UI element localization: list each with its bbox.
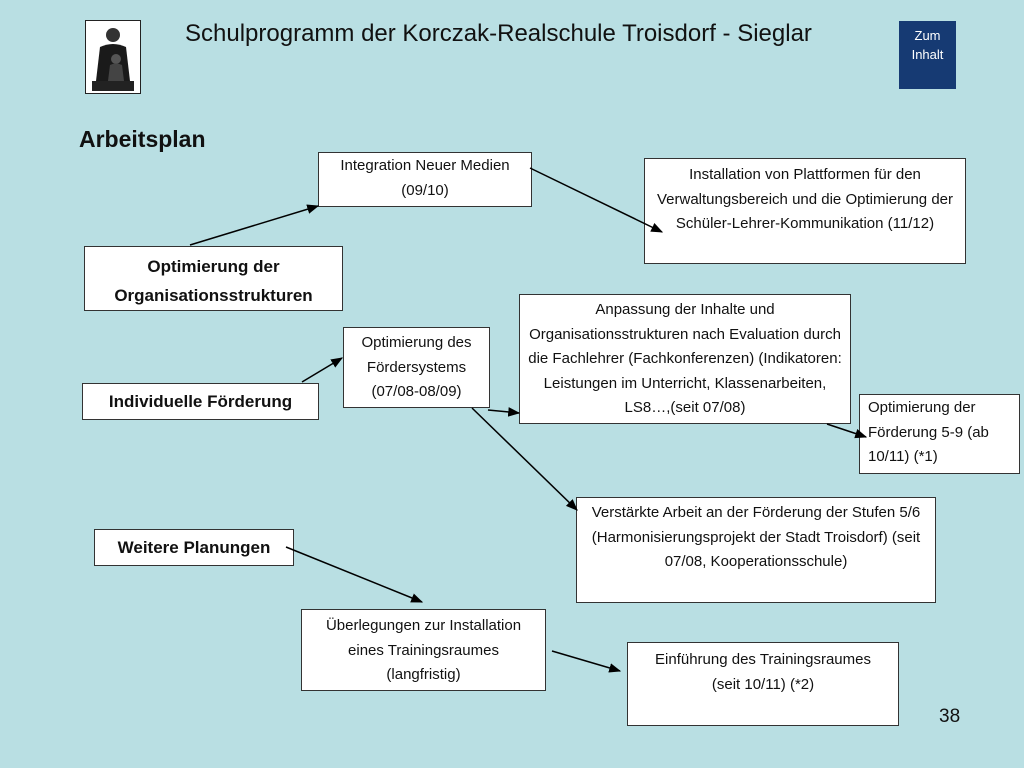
box-integration-neuer-medien: Integration Neuer Medien (09/10) (318, 152, 532, 207)
zum-inhalt-button[interactable]: Zum Inhalt (899, 21, 956, 89)
box-optimierung-organisationsstrukturen: Optimierung der Organisationsstrukturen (84, 246, 343, 311)
arrow-org-to-medien (189, 204, 320, 246)
portrait-photo-icon (86, 21, 140, 93)
logo (85, 20, 141, 94)
box-weitere-planungen: Weitere Planungen (94, 529, 294, 566)
arrow-weitere-to-ueberlegungen (285, 546, 424, 603)
box-installation-plattformen: Installation von Plattformen für den Ver… (644, 158, 966, 264)
page-title: Schulprogramm der Korczak-Realschule Tro… (185, 20, 812, 47)
box-ueberlegungen-trainingsraum: Überlegungen zur Installation eines Trai… (301, 609, 546, 691)
box-optimierung-foerdersystem: Optimierung des Fördersystems (07/08-08/… (343, 327, 490, 408)
arrow-ueberlegungen-to-einfuehrung (551, 650, 622, 673)
page-number: 38 (939, 706, 961, 727)
section-heading: Arbeitsplan (79, 126, 206, 152)
arrow-foerdersystem-to-anpassung (487, 407, 521, 417)
box-individuelle-foerderung: Individuelle Förderung (82, 383, 319, 420)
arrow-medien-to-plattformen (529, 167, 664, 233)
box-einfuehrung-trainingsraum: Einführung des Trainingsraumes (seit 10/… (627, 642, 899, 726)
box-verstaerkte-arbeit: Verstärkte Arbeit an der Förderung der S… (576, 497, 936, 603)
box-anpassung-inhalte: Anpassung der Inhalte und Organisationss… (519, 294, 851, 424)
box-optimierung-foerderung-5-9: Optimierung der Förderung 5-9 (ab 10/11)… (859, 394, 1020, 474)
arrow-individuell-to-foerdersystem (301, 357, 344, 383)
